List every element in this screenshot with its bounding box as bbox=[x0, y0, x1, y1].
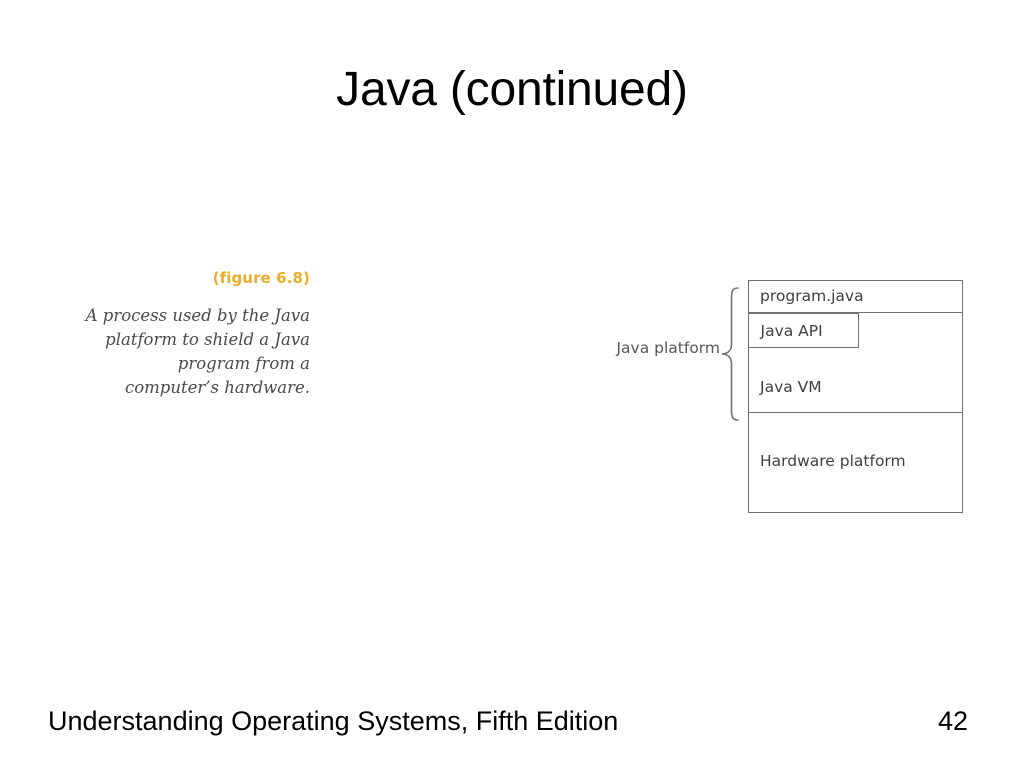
layer-hardware-platform-label: Hardware platform bbox=[760, 452, 906, 470]
java-platform-diagram: Java platform program.java Java API Java… bbox=[588, 272, 980, 522]
layer-java-platform-band: Java API Java VM bbox=[747, 312, 963, 413]
layer-program-java-label: program.java bbox=[760, 287, 864, 305]
layer-stack: program.java Java API Java VM Hardware p… bbox=[747, 280, 963, 513]
caption-line-4: computer’s hardware. bbox=[124, 378, 310, 397]
figure-number-label: (figure 6.8) bbox=[212, 269, 310, 287]
figure-caption-block: (figure 6.8) A process used by the Java … bbox=[58, 268, 310, 400]
java-platform-brace-label: Java platform bbox=[616, 339, 720, 357]
curly-brace-icon bbox=[721, 287, 739, 421]
layer-java-api-label: Java API bbox=[760, 321, 823, 340]
layer-java-vm-label: Java VM bbox=[760, 378, 822, 396]
caption-line-1: A process used by the Java bbox=[85, 306, 310, 325]
figure-caption-text: A process used by the Java platform to s… bbox=[58, 304, 310, 400]
caption-line-3: program from a bbox=[177, 354, 310, 373]
footer-page-number: 42 bbox=[938, 706, 969, 736]
layer-java-api: Java API bbox=[747, 312, 859, 348]
layer-hardware-platform: Hardware platform bbox=[748, 413, 963, 513]
page-title: Java (continued) bbox=[336, 63, 688, 116]
footer-book-title: Understanding Operating Systems, Fifth E… bbox=[48, 706, 619, 736]
layer-program-java: program.java bbox=[748, 280, 963, 313]
caption-line-2: platform to shield a Java bbox=[105, 330, 310, 349]
